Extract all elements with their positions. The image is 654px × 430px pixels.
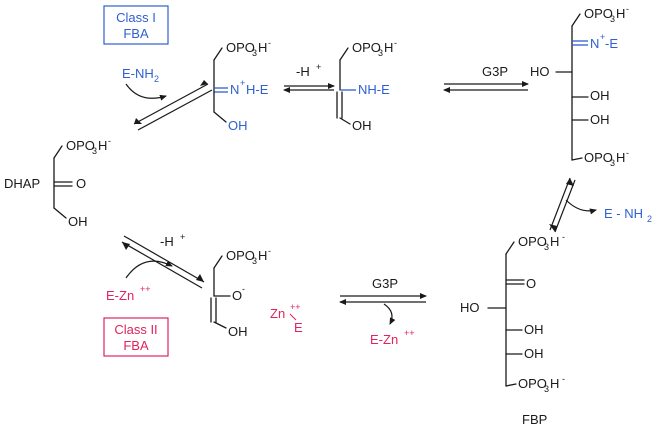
svg-text:G3P: G3P [482, 64, 508, 79]
class-2-label: Class II [114, 322, 157, 337]
svg-text:OH: OH [590, 88, 610, 103]
svg-text:E: E [294, 320, 303, 335]
svg-text:+: + [240, 78, 245, 88]
class-1-label: Class I [116, 10, 156, 25]
svg-text:N: N [590, 36, 599, 51]
svg-text:OH: OH [524, 322, 544, 337]
svg-text:HO: HO [460, 300, 480, 315]
class-2-fba: FBA [123, 338, 149, 353]
deprotonation-arrow-2: -H + [121, 232, 205, 289]
svg-text:2: 2 [647, 214, 652, 224]
svg-text:-: - [108, 136, 111, 146]
svg-text:++: ++ [404, 328, 415, 338]
svg-text:N: N [230, 82, 239, 97]
svg-text:OPO: OPO [518, 376, 547, 391]
zinc-coordination: Zn ++ E [270, 302, 303, 335]
svg-text:H: H [384, 40, 393, 55]
svg-text:-: - [626, 4, 629, 14]
svg-text:+: + [316, 62, 321, 72]
svg-text:+: + [180, 232, 185, 242]
svg-text:G3P: G3P [372, 276, 398, 291]
enamine-intermediate: OPO 3 H - NH-E OH [336, 38, 397, 133]
svg-text:3: 3 [92, 146, 97, 156]
fbp-iminium-adduct: OPO 3 H - N + -E HO OH OH OPO 3 H - [530, 4, 629, 168]
class-2-fba-box: Class II FBA [103, 317, 169, 357]
svg-text:++: ++ [290, 302, 301, 312]
g3p-arrow-bottom: G3P E-Zn ++ [339, 276, 427, 347]
svg-text:OPO: OPO [518, 234, 547, 249]
svg-text:OH: OH [228, 118, 248, 133]
dhap-molecule: OPO 3 H - O DHAP OH [4, 136, 111, 229]
svg-text:E-Zn: E-Zn [370, 332, 398, 347]
svg-text:OH: OH [68, 214, 88, 229]
svg-text:H: H [98, 138, 107, 153]
svg-text:OPO: OPO [226, 248, 255, 263]
svg-text:OH: OH [524, 346, 544, 361]
class-1-fba: FBA [123, 26, 149, 41]
fbp-molecule: OPO 3 H - O HO OH OH OPO 3 H - FBP [460, 232, 565, 427]
svg-text:3: 3 [378, 48, 383, 58]
enzyme-nh2-text: E-NH [122, 66, 154, 81]
equilibrium-arrow-adduct-fbp: E - NH 2 [549, 177, 652, 233]
svg-text:3: 3 [252, 48, 257, 58]
svg-text:-E: -E [605, 36, 618, 51]
enzyme-zn-left: E-Zn ++ [106, 284, 151, 303]
svg-text:E-Zn: E-Zn [106, 288, 134, 303]
svg-text:3: 3 [610, 14, 615, 24]
svg-text:-H: -H [160, 234, 174, 249]
svg-text:-: - [242, 284, 245, 294]
enediolate-intermediate: OPO 3 H - O - OH [210, 246, 271, 339]
svg-text:-H: -H [296, 64, 310, 79]
svg-text:-: - [562, 232, 565, 242]
svg-text:2: 2 [154, 74, 159, 84]
svg-text:OH: OH [228, 324, 248, 339]
svg-text:Zn: Zn [270, 306, 285, 321]
svg-text:H: H [616, 150, 625, 165]
svg-text:HO: HO [530, 64, 550, 79]
svg-text:H: H [258, 40, 267, 55]
svg-text:NH-E: NH-E [358, 82, 390, 97]
svg-text:-: - [268, 246, 271, 256]
svg-text:3: 3 [544, 384, 549, 394]
svg-text:OPO: OPO [226, 40, 255, 55]
svg-text:H: H [550, 376, 559, 391]
svg-text:3: 3 [610, 158, 615, 168]
fbp-label: FBP [522, 412, 547, 427]
svg-text:-: - [562, 374, 565, 384]
svg-text:3: 3 [252, 256, 257, 266]
svg-text:-: - [394, 38, 397, 48]
svg-text:+: + [600, 32, 605, 42]
enzyme-nh2-right: E - NH [604, 206, 643, 221]
svg-text:3: 3 [544, 242, 549, 252]
g3p-arrow-top: G3P [443, 64, 529, 93]
svg-text:H-E: H-E [246, 82, 269, 97]
svg-text:OPO: OPO [584, 150, 613, 165]
svg-text:OH: OH [590, 112, 610, 127]
svg-text:H: H [550, 234, 559, 249]
enzyme-nh2-left: E-NH 2 [122, 66, 167, 101]
svg-text:H: H [616, 6, 625, 21]
svg-text:-: - [626, 148, 629, 158]
svg-text:O: O [76, 176, 86, 191]
svg-text:O: O [526, 276, 536, 291]
svg-text:H: H [258, 248, 267, 263]
class-1-fba-box: Class I FBA [103, 5, 169, 45]
svg-text:O: O [232, 288, 242, 303]
svg-text:OPO: OPO [66, 138, 95, 153]
svg-text:OPO: OPO [584, 6, 613, 21]
svg-text:OH: OH [352, 118, 372, 133]
svg-text:++: ++ [140, 284, 151, 294]
iminium-intermediate: OPO 3 H - N + H-E OH [213, 38, 271, 133]
deprotonation-arrow-1: -H + [283, 62, 335, 93]
svg-text:-: - [268, 38, 271, 48]
equilibrium-arrow-dhap-iminium [133, 80, 213, 131]
dhap-label: DHAP [4, 176, 40, 191]
svg-text:OPO: OPO [352, 40, 381, 55]
